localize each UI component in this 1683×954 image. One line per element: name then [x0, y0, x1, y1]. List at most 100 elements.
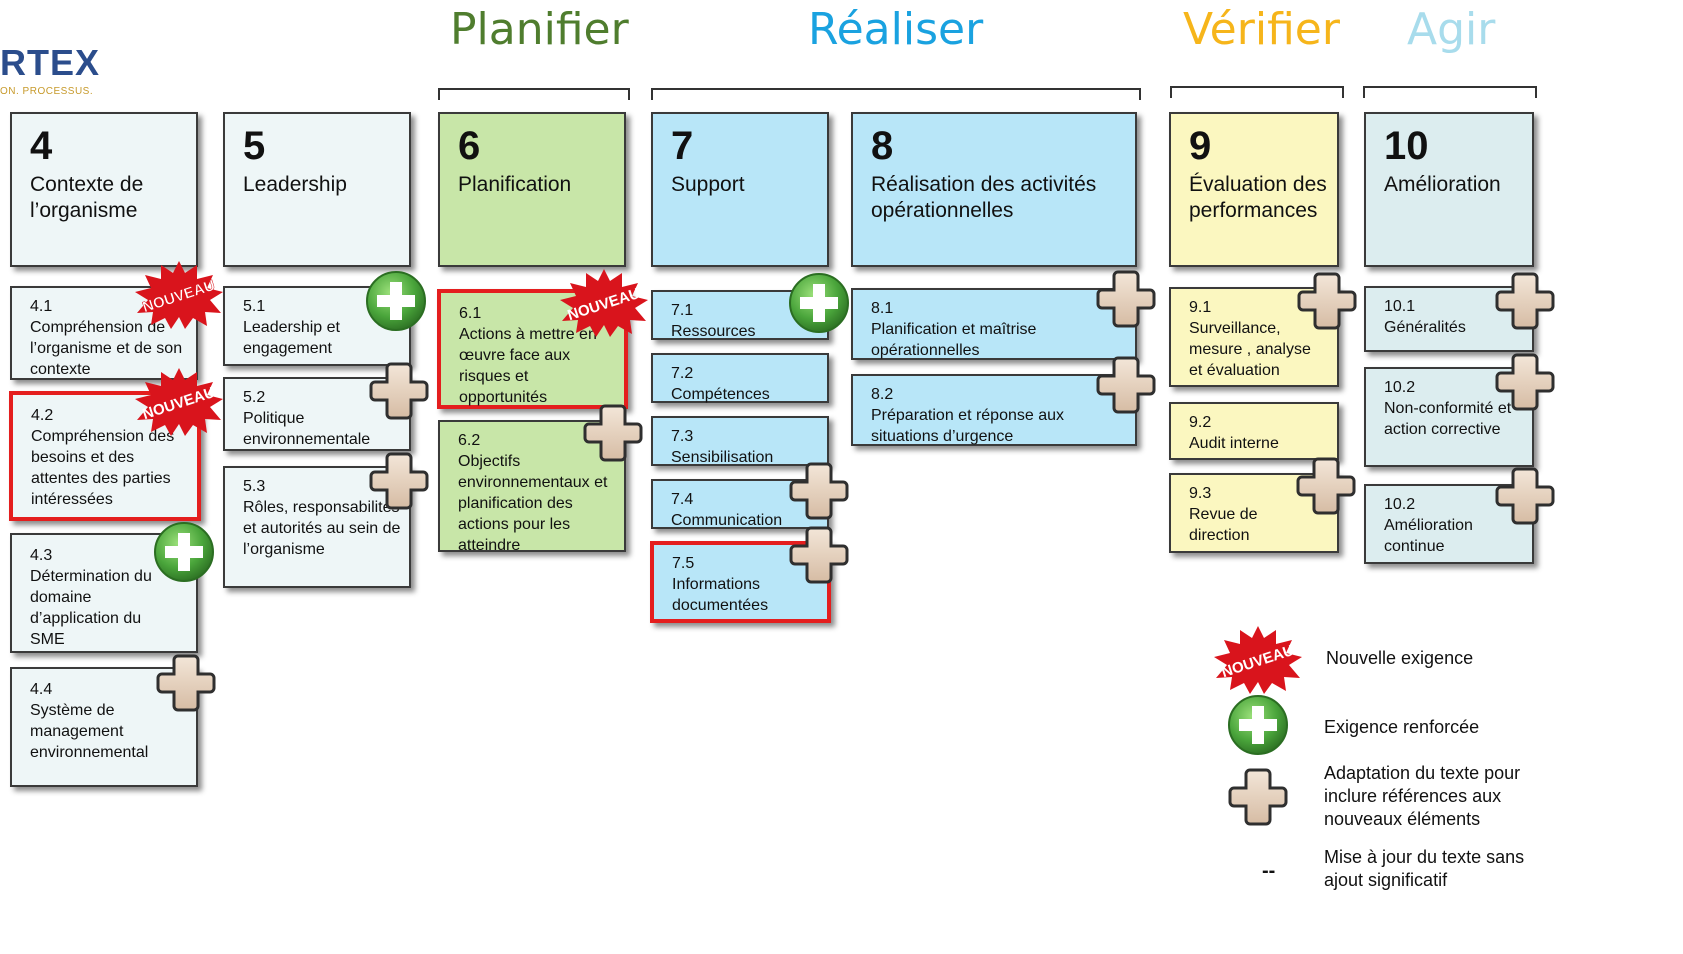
subclause-code: 8.1: [871, 300, 894, 317]
subclause-text: Préparation et réponse aux situations d’…: [871, 407, 1065, 445]
subclause-7-4: 7.4 Communication: [651, 479, 829, 529]
subclause-text: Informations documentées: [672, 576, 769, 614]
nouveau-badge: NOUVEAU: [135, 261, 223, 329]
subclause-text: Audit interne: [1189, 435, 1279, 452]
beige-plus-icon: [789, 462, 849, 520]
subclause-text: Amélioration continue: [1384, 517, 1473, 555]
subclause-text: Actions à mettre en œuvre face aux risqu…: [459, 326, 597, 406]
subclause-text: Planification et maîtrise opérationnelle…: [871, 321, 1037, 359]
bracket-realiser: [651, 88, 1141, 100]
nouveau-badge: NOUVEAU: [135, 368, 223, 436]
beige-plus-icon: [369, 362, 429, 420]
clause-4-number: 4: [30, 124, 53, 168]
phase-realiser: Réaliser: [808, 4, 984, 55]
clause-7-header: 7 Support: [651, 112, 829, 267]
subclause-8-2: 8.2 Préparation et réponse aux situation…: [851, 374, 1137, 446]
clause-10-header: 10 Amélioration: [1364, 112, 1534, 267]
subclause-code: 8.2: [871, 386, 894, 403]
legend-nouveau-icon: NOUVEAU: [1214, 626, 1302, 694]
subclause-7-3: 7.3 Sensibilisation: [651, 416, 829, 466]
clause-4-header: 4 Contexte de l’organisme: [10, 112, 198, 267]
subclause-code: 4.2: [31, 407, 54, 424]
subclause-code: 9.3: [1189, 485, 1212, 502]
subclause-text: Objectifs environnementaux et planificat…: [458, 453, 608, 554]
phase-planifier: Planifier: [450, 4, 629, 55]
subclause-7-2: 7.2 Compétences: [651, 353, 829, 403]
beige-plus-icon: [1495, 353, 1555, 411]
green-plus-icon: [789, 273, 849, 333]
bracket-agir: [1363, 86, 1537, 98]
subclause-text: Leadership et engagement: [243, 319, 340, 357]
subclause-8-1: 8.1 Planification et maîtrise opérationn…: [851, 288, 1137, 360]
subclause-code: 9.2: [1189, 414, 1212, 431]
clause-9-header: 9 Évaluation des performances: [1169, 112, 1339, 267]
beige-plus-icon: [1495, 467, 1555, 525]
subclause-text: Revue de direction: [1189, 506, 1258, 544]
beige-plus-icon: [369, 452, 429, 510]
green-plus-icon: [366, 271, 426, 331]
subclause-code: 10.2: [1384, 496, 1416, 513]
clause-4-title: Contexte de l’organisme: [30, 173, 144, 222]
subclause-code: 10.2: [1384, 379, 1416, 396]
clause-10-number: 10: [1384, 124, 1429, 168]
clause-5-title: Leadership: [243, 173, 347, 196]
subclause-text: Non-conformité et action corrective: [1384, 400, 1512, 438]
beige-plus-icon: [1096, 356, 1156, 414]
beige-plus-icon: [789, 526, 849, 584]
subclause-10-2-amelioration: 10.2 Amélioration continue: [1364, 484, 1534, 564]
subclause-code: 7.2: [671, 365, 694, 382]
subclause-code: 4.3: [30, 547, 53, 564]
subclause-4-4: 4.4 Système de management environnementa…: [10, 667, 198, 787]
subclause-text: Compétences: [671, 386, 770, 403]
beige-plus-icon: [1296, 457, 1356, 515]
green-plus-icon: [154, 522, 214, 582]
legend-green-plus-icon: [1228, 695, 1288, 755]
legend-nouveau-label: Nouvelle exigence: [1326, 648, 1474, 668]
clause-7-title: Support: [671, 173, 745, 196]
legend-renforcee-label: Exigence renforcée: [1324, 717, 1480, 737]
clause-10-title: Amélioration: [1384, 173, 1501, 196]
subclause-code: 7.5: [672, 555, 695, 572]
subclause-text: Compréhension de l’organisme et de son c…: [30, 319, 183, 378]
subclause-text: Compréhension des besoins et des attente…: [31, 428, 175, 508]
phase-verifier: Vérifier: [1183, 4, 1340, 55]
legend-maj-label: Mise à jour du texte sans ajout signific…: [1324, 847, 1525, 890]
subclause-code: 5.2: [243, 389, 266, 406]
clause-8-number: 8: [871, 124, 894, 168]
beige-plus-icon: [1297, 272, 1357, 330]
subclause-code: 6.1: [459, 305, 482, 322]
subclause-code: 5.1: [243, 298, 266, 315]
subclause-code: 7.4: [671, 491, 694, 508]
beige-plus-icon: [156, 654, 216, 712]
bracket-verifier: [1170, 86, 1344, 98]
bracket-planifier: [438, 88, 630, 100]
legend-maj-symbol: --: [1262, 860, 1276, 882]
beige-plus-icon: [583, 404, 643, 462]
clause-5-number: 5: [243, 124, 266, 168]
subclause-text: Détermination du domaine d’application d…: [30, 568, 152, 648]
subclause-code: 10.1: [1384, 298, 1416, 315]
subclause-code: 7.1: [671, 302, 694, 319]
clause-6-number: 6: [458, 124, 481, 168]
subclause-code: 5.3: [243, 478, 266, 495]
subclause-code: 4.1: [30, 298, 53, 315]
clause-7-number: 7: [671, 124, 694, 168]
subclause-text: Sensibilisation: [671, 449, 774, 466]
nouveau-badge: NOUVEAU: [560, 269, 648, 337]
subclause-code: 7.3: [671, 428, 694, 445]
subclause-4-3: 4.3 Détermination du domaine d’applicati…: [10, 533, 198, 653]
legend-adaptation-label: Adaptation du texte pour inclure référen…: [1324, 763, 1521, 829]
clause-5-header: 5 Leadership: [223, 112, 411, 267]
subclause-text: Surveillance, mesure , analyse et évalua…: [1189, 320, 1311, 379]
logo-name: RTEX: [0, 42, 101, 83]
phase-agir: Agir: [1407, 4, 1496, 55]
subclause-code: 4.4: [30, 681, 53, 698]
clause-8-title: Réalisation des activités opérationnelle…: [871, 173, 1097, 222]
beige-plus-icon: [1495, 272, 1555, 330]
clause-9-number: 9: [1189, 124, 1212, 168]
subclause-text: Généralités: [1384, 319, 1466, 336]
subclause-code: 6.2: [458, 432, 481, 449]
legend-beige-plus-icon: [1228, 768, 1288, 826]
subclause-code: 9.1: [1189, 299, 1212, 316]
subclause-text: Système de management environnemental: [30, 702, 149, 761]
